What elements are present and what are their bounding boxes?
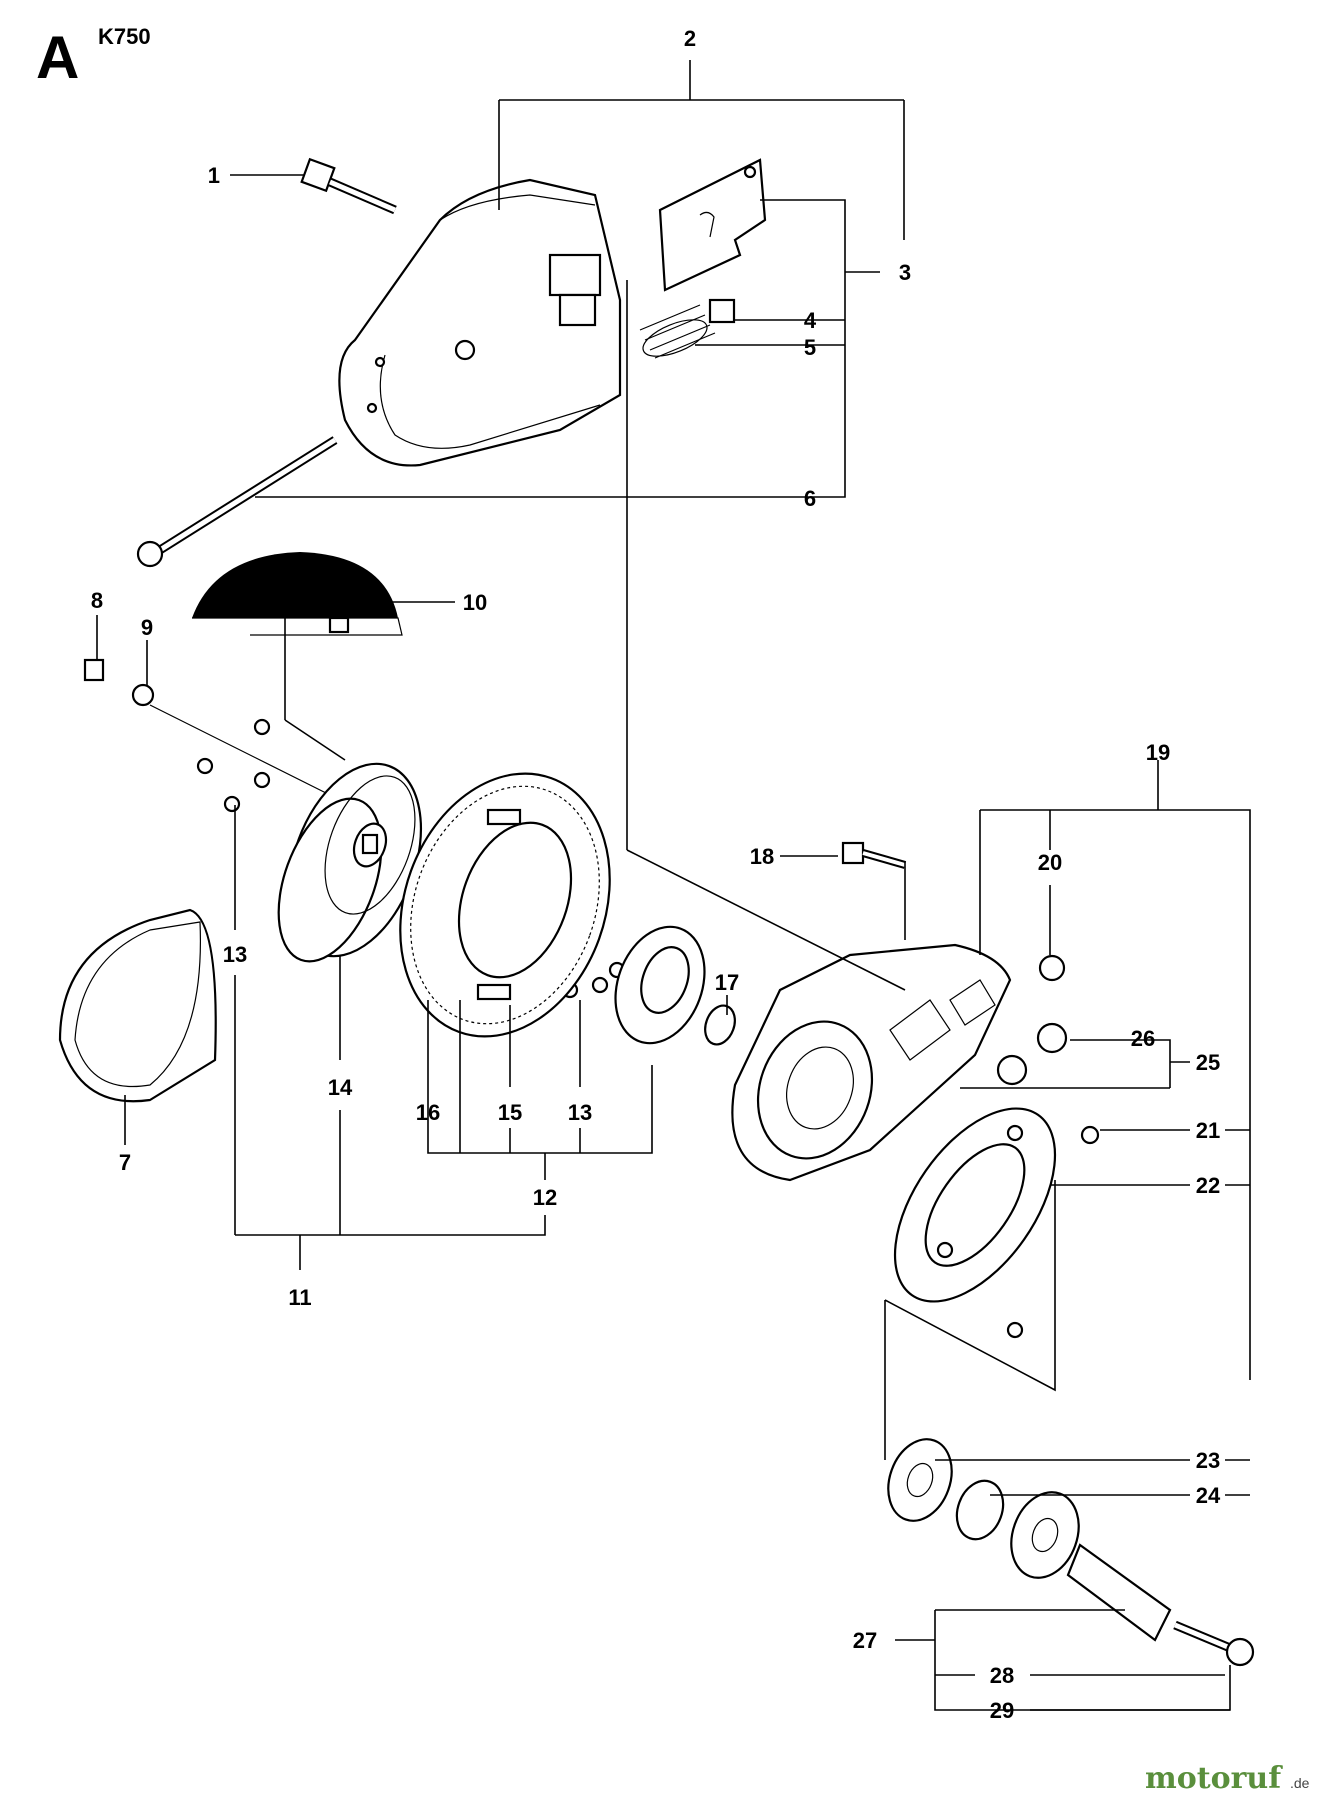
callout-20: 20: [1038, 850, 1062, 875]
callout-9: 9: [141, 615, 153, 640]
model-label: K750: [98, 24, 151, 49]
belt-guard: [338, 178, 622, 467]
square-nut: [708, 298, 736, 324]
long-bolt: [136, 436, 338, 568]
callout-21: 21: [1196, 1118, 1220, 1143]
callout-24: 24: [1196, 1483, 1221, 1508]
v-belt: [58, 908, 217, 1103]
callout-1: 1: [208, 163, 220, 188]
callout-25: 25: [1196, 1050, 1220, 1075]
shaft: [1066, 1543, 1255, 1667]
watermark: motoruf .de: [1145, 1761, 1310, 1796]
callout-23: 23: [1196, 1448, 1220, 1473]
callout-18: 18: [750, 844, 774, 869]
callout-22: 22: [1196, 1173, 1220, 1198]
callout-labels: 1 2 3 4 5 6 7 8 9 10 11 12 13 13 14 15 1…: [91, 26, 1221, 1723]
belt-pulley: [277, 762, 423, 963]
nut: [1036, 1022, 1068, 1054]
tensioner-plate: [658, 158, 767, 292]
callout-6: 6: [804, 486, 816, 511]
callout-29: 29: [990, 1698, 1014, 1723]
callout-12: 12: [533, 1185, 557, 1210]
callout-26: 26: [1131, 1026, 1155, 1051]
callout-4: 4: [804, 308, 817, 333]
drive-housing: [731, 943, 1012, 1182]
screw: [1006, 1321, 1024, 1339]
parts-drawing: [58, 157, 1255, 1667]
bearings: [887, 1438, 1080, 1579]
nut: [1038, 954, 1066, 982]
callout-3: 3: [899, 260, 911, 285]
spring: [639, 304, 716, 359]
thrust-washer: [893, 1107, 1057, 1303]
callout-5: 5: [804, 335, 816, 360]
callout-27: 27: [853, 1628, 877, 1653]
callout-19: 19: [1146, 740, 1170, 765]
brake-disc-assembly: [399, 772, 611, 1038]
callout-14: 14: [328, 1075, 353, 1100]
callout-13-left: 13: [223, 942, 247, 967]
watermark-suffix: .de: [1290, 1775, 1310, 1791]
callout-7: 7: [119, 1150, 131, 1175]
callout-2: 2: [684, 26, 696, 51]
nut: [996, 1054, 1028, 1086]
leader-lines: [96, 60, 1251, 1711]
callout-16: 16: [416, 1100, 440, 1125]
callout-15: 15: [498, 1100, 522, 1125]
callout-17: 17: [715, 970, 739, 995]
screw: [83, 658, 105, 682]
callout-13-right: 13: [568, 1100, 592, 1125]
screw: [1080, 1125, 1100, 1145]
callout-11: 11: [288, 1285, 311, 1310]
housing-bolt: [841, 841, 907, 869]
callout-28: 28: [990, 1663, 1014, 1688]
bolt: [300, 157, 397, 215]
washer: [131, 683, 155, 707]
decal: [192, 552, 403, 636]
section-letter: A: [36, 24, 79, 91]
watermark-text: motoruf: [1145, 1761, 1283, 1796]
callout-10: 10: [463, 590, 487, 615]
callout-8: 8: [91, 588, 103, 613]
